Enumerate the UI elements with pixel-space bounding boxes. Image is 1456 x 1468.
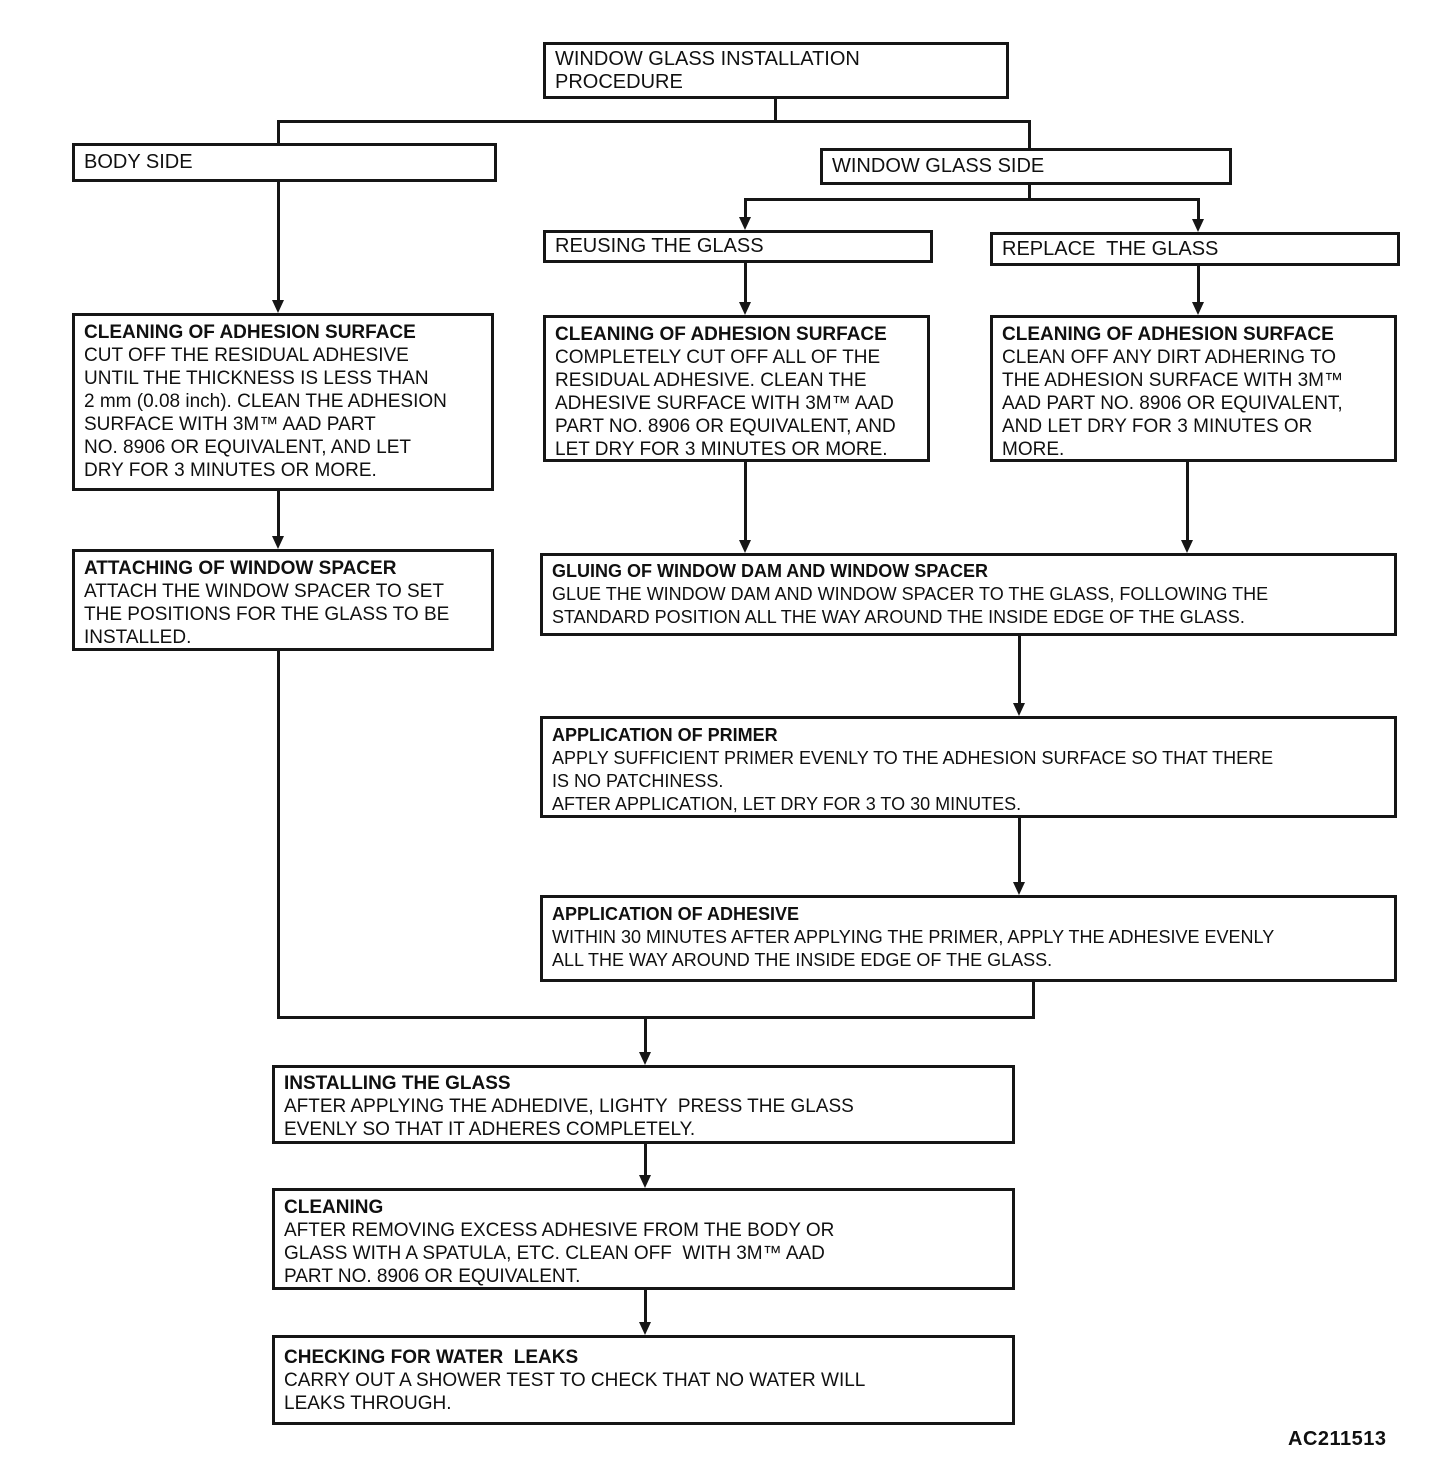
arrow-down-icon (639, 1052, 651, 1065)
flow-connector (1028, 120, 1031, 150)
arrow-down-icon (1181, 540, 1193, 553)
flow-node-cleaning-text: AFTER REMOVING EXCESS ADHESIVE FROM THE … (284, 1220, 835, 1287)
flow-node-checking-water-leaks-title: CHECKING FOR WATER LEAKS (284, 1347, 579, 1368)
flow-node-attaching-spacer-title: ATTACHING OF WINDOW SPACER (84, 558, 397, 579)
arrow-down-icon (1013, 703, 1025, 716)
flow-node-replace-glass: REPLACE THE GLASS (990, 232, 1400, 266)
flow-node-attaching-spacer: ATTACHING OF WINDOW SPACER ATTACH THE WI… (72, 549, 494, 651)
flow-node-application-adhesive-text: WITHIN 30 MINUTES AFTER APPLYING THE PRI… (552, 927, 1275, 970)
arrow-down-icon (639, 1322, 651, 1335)
flow-connector (277, 490, 280, 539)
flow-node-window-glass-side: WINDOW GLASS SIDE (820, 148, 1232, 185)
arrow-down-icon (639, 1175, 651, 1188)
flow-connector (744, 261, 747, 305)
flow-node-gluing-dam-spacer-text: GLUE THE WINDOW DAM AND WINDOW SPACER TO… (552, 584, 1269, 627)
flow-node-cleaning-reuse-text: COMPLETELY CUT OFF ALL OF THE RESIDUAL A… (555, 347, 896, 460)
arrow-down-icon (1013, 882, 1025, 895)
flow-node-cleaning-reuse: CLEANING OF ADHESION SURFACE COMPLETELY … (543, 315, 930, 462)
flow-node-checking-water-leaks: CHECKING FOR WATER LEAKS CARRY OUT A SHO… (272, 1335, 1015, 1425)
arrow-down-icon (739, 540, 751, 553)
flow-connector (277, 120, 1031, 123)
flow-connector (277, 181, 280, 303)
arrow-down-icon (1192, 302, 1204, 315)
flow-connector (744, 461, 747, 543)
arrow-down-icon (1192, 219, 1204, 232)
arrow-down-icon (739, 217, 751, 230)
flow-node-cleaning-reuse-title: CLEANING OF ADHESION SURFACE (555, 324, 887, 345)
arrow-down-icon (272, 300, 284, 313)
flow-node-replace-glass-label: REPLACE THE GLASS (1002, 237, 1219, 260)
flow-connector (744, 198, 1200, 201)
flow-node-start: WINDOW GLASS INSTALLATION PROCEDURE (543, 42, 1009, 99)
flow-connector (744, 198, 747, 220)
flow-connector (1028, 184, 1031, 201)
flow-connector (277, 1016, 1035, 1019)
flow-node-cleaning-body-side-title: CLEANING OF ADHESION SURFACE (84, 322, 416, 343)
arrow-down-icon (272, 536, 284, 549)
flow-connector (1018, 817, 1021, 885)
flow-connector (1197, 264, 1200, 305)
flow-connector (277, 650, 280, 1019)
flow-node-body-side: BODY SIDE (72, 143, 497, 182)
flow-connector (774, 99, 777, 123)
flow-connector (1197, 198, 1200, 222)
flow-node-cleaning-title: CLEANING (284, 1197, 384, 1218)
flow-node-installing-glass-title: INSTALLING THE GLASS (284, 1073, 511, 1094)
flow-node-application-adhesive: APPLICATION OF ADHESIVE WITHIN 30 MINUTE… (540, 895, 1397, 982)
flow-node-application-primer: APPLICATION OF PRIMER APPLY SUFFICIENT P… (540, 716, 1397, 818)
flow-node-cleaning-replace: CLEANING OF ADHESION SURFACE CLEAN OFF A… (990, 315, 1397, 462)
flow-node-application-primer-text: APPLY SUFFICIENT PRIMER EVENLY TO THE AD… (552, 748, 1274, 814)
flow-node-attaching-spacer-text: ATTACH THE WINDOW SPACER TO SET THE POSI… (84, 581, 450, 648)
flow-connector (1032, 981, 1035, 1019)
flow-node-gluing-dam-spacer-title: GLUING OF WINDOW DAM AND WINDOW SPACER (552, 561, 988, 581)
flow-node-cleaning: CLEANING AFTER REMOVING EXCESS ADHESIVE … (272, 1188, 1015, 1290)
arrow-down-icon (739, 302, 751, 315)
flow-node-installing-glass: INSTALLING THE GLASS AFTER APPLYING THE … (272, 1065, 1015, 1144)
flow-node-reusing-glass: REUSING THE GLASS (543, 230, 933, 263)
flow-connector (644, 1142, 647, 1178)
figure-code: AC211513 (1288, 1428, 1387, 1450)
flow-connector (644, 1016, 647, 1055)
flow-node-window-glass-side-label: WINDOW GLASS SIDE (832, 155, 1045, 177)
flow-connector (1186, 461, 1189, 543)
flow-node-start-label: WINDOW GLASS INSTALLATION PROCEDURE (555, 47, 860, 93)
flow-connector (277, 120, 280, 145)
flow-node-cleaning-replace-text: CLEAN OFF ANY DIRT ADHERING TO THE ADHES… (1002, 347, 1343, 460)
flow-node-cleaning-body-side: CLEANING OF ADHESION SURFACE CUT OFF THE… (72, 313, 494, 491)
flow-node-reusing-glass-label: REUSING THE GLASS (555, 235, 764, 257)
flow-node-cleaning-replace-title: CLEANING OF ADHESION SURFACE (1002, 324, 1334, 345)
flow-node-body-side-label: BODY SIDE (84, 151, 193, 173)
flow-node-gluing-dam-spacer: GLUING OF WINDOW DAM AND WINDOW SPACER G… (540, 553, 1397, 636)
flow-node-cleaning-body-side-text: CUT OFF THE RESIDUAL ADHESIVE UNTIL THE … (84, 345, 447, 481)
flow-node-application-primer-title: APPLICATION OF PRIMER (552, 725, 778, 745)
flow-node-application-adhesive-title: APPLICATION OF ADHESIVE (552, 904, 800, 924)
flow-connector (644, 1289, 647, 1325)
flow-node-checking-water-leaks-text: CARRY OUT A SHOWER TEST TO CHECK THAT NO… (284, 1370, 866, 1414)
flow-connector (1018, 634, 1021, 706)
flow-node-installing-glass-text: AFTER APPLYING THE ADHEDIVE, LIGHTY PRES… (284, 1096, 854, 1140)
